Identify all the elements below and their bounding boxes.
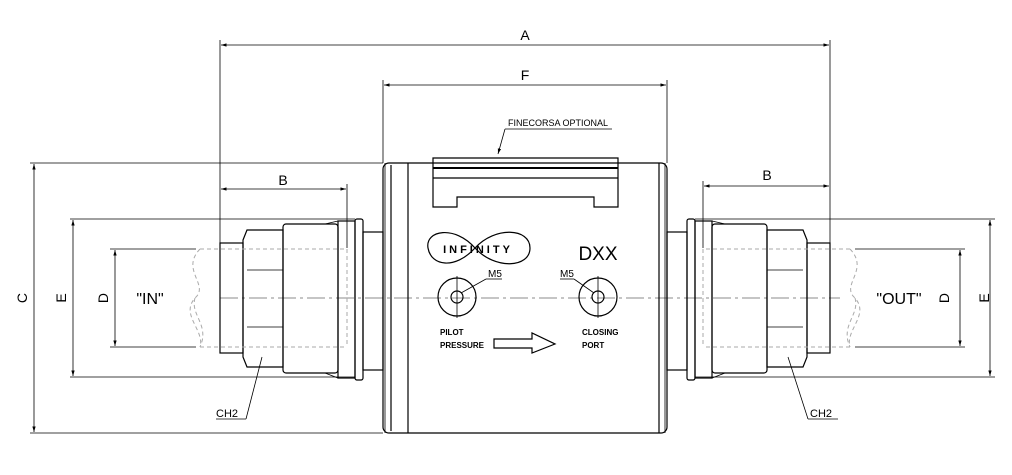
dimension-e-left-label: E (53, 293, 69, 302)
pilot-port: M5 (437, 269, 502, 318)
inlet-fitting (189, 218, 384, 381)
inlet-label: "IN" (136, 291, 163, 308)
dimension-d-right-label: D (936, 293, 952, 303)
hex-right-callout: CH2 (810, 408, 832, 420)
model-label: DXX (578, 244, 617, 265)
dimension-d-left-label: D (95, 293, 111, 303)
closing-label-1: CLOSING (582, 328, 618, 337)
infinity-logo: INFINITY (427, 231, 531, 265)
valve-body (382, 162, 668, 434)
closing-thread-label: M5 (560, 269, 574, 280)
outlet-fitting (666, 218, 861, 381)
dimension-b-left-label: B (278, 172, 287, 188)
dimension-f-label: F (521, 67, 530, 83)
flow-arrow-icon (493, 332, 557, 354)
dimension-a-label: A (520, 27, 530, 43)
limit-switch-bracket (432, 157, 619, 208)
dimension-e-right-label: E (976, 293, 992, 302)
closing-port: M5 (560, 269, 618, 318)
closing-label-2: PORT (582, 341, 604, 350)
pilot-thread-label: M5 (488, 269, 502, 280)
dimension-b-right-label: B (762, 167, 771, 183)
dimension-c-label: C (14, 293, 30, 303)
svg-text:INFINITY: INFINITY (443, 244, 513, 256)
limit-switch-callout: FINECORSA OPTIONAL (508, 118, 608, 128)
pilot-label-1: PILOT (440, 328, 464, 337)
outlet-label: "OUT" (876, 291, 921, 308)
hex-left-callout: CH2 (216, 408, 238, 420)
pilot-label-2: PRESSURE (440, 341, 485, 350)
